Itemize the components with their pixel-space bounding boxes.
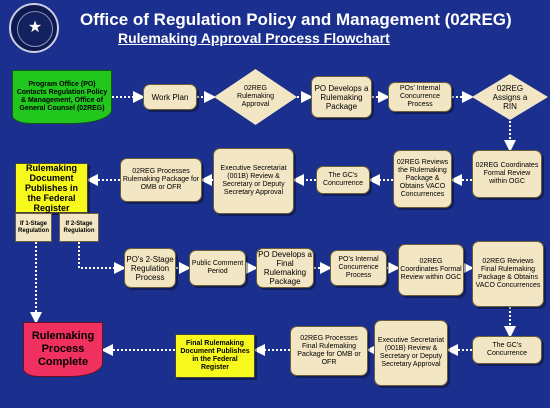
program-office-contacts-node: Program Office (PO) Contacts Regulation … (12, 70, 112, 124)
publishes-federal-register-node: Rulemaking Document Publishes in the Fed… (15, 163, 88, 213)
processes-package-node: 02REG Processes Rulemaking Package for O… (120, 158, 202, 202)
department-seal-icon: ★ (9, 3, 59, 53)
work-plan-node: Work Plan (143, 84, 197, 110)
rulemaking-approval-decision: 02REG Rulemaking Approval (214, 69, 297, 125)
po-develops-final-node: PO Develops a Final Rulemaking Package (256, 248, 314, 288)
coordinates-review-node-1: 02REG Coordinates Formal Review within O… (472, 150, 542, 198)
po-internal-concurrence-node: POs' Internal Concurrence Process (388, 82, 452, 112)
gc-concurrence-node-2: The GC's Concurrence (472, 336, 542, 364)
executive-secretariat-node-1: Executive Secretariat (001B) Review & Se… (213, 148, 294, 214)
two-stage-process-node: PO's 2-Stage Regulation Process (124, 248, 176, 288)
process-complete-node: Rulemaking Process Complete (23, 322, 103, 377)
po-internal-concurrence-node-2: PO's Internal Concurrence Process (330, 250, 387, 286)
rulemaking-approval-label: 02REG Rulemaking Approval (237, 85, 274, 108)
two-stage-label: If 2-Stage Regulation (59, 213, 99, 242)
assigns-rin-label: 02REG Assigns a RIN (492, 83, 528, 111)
processes-final-node: 02REG Processes Final Rulemaking Package… (290, 326, 368, 376)
gc-concurrence-node-1: The GC's Concurrence (316, 166, 370, 194)
final-publishes-node: Final Rulemaking Document Publishes in t… (175, 334, 255, 378)
coordinates-review-node-2: 02REG Coordinates Formal Review within O… (398, 244, 464, 296)
po-develops-package-node: PO Develops a Rulemaking Package (311, 76, 372, 118)
assigns-rin-decision: 02REG Assigns a RIN (472, 74, 548, 120)
one-stage-label: If 1-Stage Regulation (15, 213, 52, 242)
reviews-package-node: 02REG Reviews the Rulemaking Package & O… (393, 150, 452, 208)
public-comment-node: Public Comment Period (189, 250, 246, 286)
reviews-final-node: 02REG Reviews Final Rulemaking Package &… (472, 241, 544, 307)
page-title: Office of Regulation Policy and Manageme… (80, 10, 512, 29)
executive-secretariat-node-2: Executive Secretariat (001B) Review & Se… (374, 320, 448, 386)
page-subtitle: Rulemaking Approval Process Flowchart (118, 30, 390, 46)
